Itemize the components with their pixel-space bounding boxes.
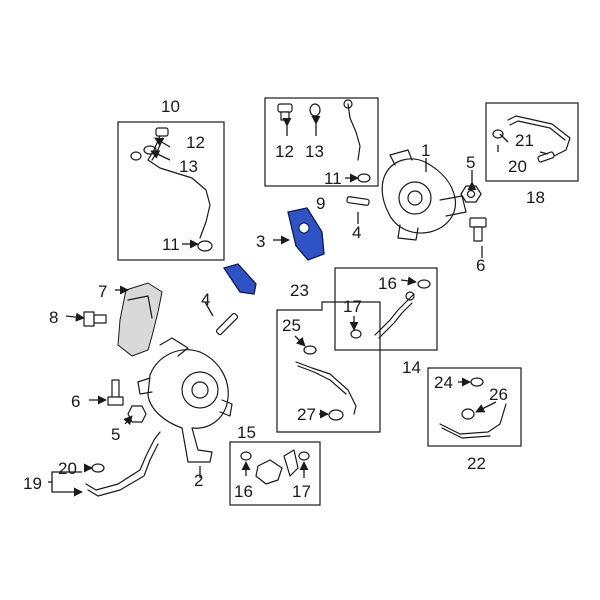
leader-lines (48, 115, 549, 497)
connector-15[interactable] (240, 449, 310, 485)
callout-6-lower: 6 (71, 392, 80, 411)
oil-return-tube-18[interactable] (492, 115, 571, 163)
callout-13-group9: 13 (305, 142, 324, 161)
callout-27: 27 (297, 405, 316, 424)
coolant-tube-22[interactable] (439, 377, 507, 439)
group-box-15 (229, 441, 321, 506)
dowel-pin-4-upper[interactable] (346, 196, 370, 206)
callout-16-group15: 16 (234, 482, 253, 501)
oil-return-tube-19[interactable] (85, 431, 161, 497)
callout-25: 25 (282, 316, 301, 335)
callout-9: 9 (316, 194, 325, 213)
callout-11-group10: 11 (162, 235, 180, 254)
callout-16-group14: 16 (378, 274, 397, 293)
callout-11-group9: 11 (324, 169, 342, 188)
bolt-8[interactable] (83, 311, 107, 327)
callout-14: 14 (402, 358, 421, 377)
coolant-tube-23[interactable] (295, 345, 357, 421)
callout-10: 10 (161, 97, 180, 116)
group-box-23 (276, 301, 381, 433)
callout-4-upper: 4 (352, 223, 361, 242)
callout-13-group10: 13 (179, 157, 198, 176)
callout-15: 15 (237, 423, 256, 442)
callout-20-group18: 20 (508, 157, 527, 176)
nut-5-lower[interactable] (127, 405, 147, 423)
callout-6-upper: 6 (476, 256, 485, 275)
group-box-22 (427, 367, 522, 447)
nut-5-upper[interactable] (460, 185, 482, 203)
callout-5-upper: 5 (466, 153, 475, 172)
turbocharger-1[interactable] (381, 149, 467, 241)
callout-21: 21 (515, 131, 534, 150)
callout-2: 2 (194, 471, 203, 490)
callout-12-group9: 12 (275, 142, 294, 161)
callout-23: 23 (290, 281, 309, 300)
callout-24: 24 (434, 373, 453, 392)
callout-12-group10: 12 (186, 133, 205, 152)
callout-1: 1 (421, 141, 430, 160)
dowel-pin-4-lower[interactable] (215, 312, 239, 336)
group-box-9 (264, 97, 379, 187)
callout-26: 26 (489, 385, 508, 404)
group-box-18 (485, 102, 579, 182)
callout-19: 19 (23, 474, 42, 493)
group-box-10 (117, 121, 225, 261)
callout-17-group14: 17 (343, 297, 362, 316)
callout-17-group15: 17 (292, 482, 311, 501)
callout-18: 18 (526, 188, 545, 207)
bolt-6-upper[interactable] (469, 217, 487, 242)
bolt-6-lower[interactable] (107, 379, 124, 406)
callout-3: 3 (256, 232, 265, 251)
callout-8: 8 (49, 308, 58, 327)
callout-7: 7 (98, 282, 107, 301)
callout-20-tube19: 20 (58, 459, 77, 478)
callout-4-lower: 4 (201, 290, 210, 309)
callout-5-lower: 5 (111, 425, 120, 444)
callout-22: 22 (467, 454, 486, 473)
turbocharger-2[interactable] (137, 337, 233, 463)
group-box-14 (334, 267, 438, 351)
oil-line-fitting-9[interactable] (277, 99, 371, 183)
gasket-3[interactable] (222, 207, 325, 295)
heat-shield-7[interactable] (117, 282, 163, 357)
